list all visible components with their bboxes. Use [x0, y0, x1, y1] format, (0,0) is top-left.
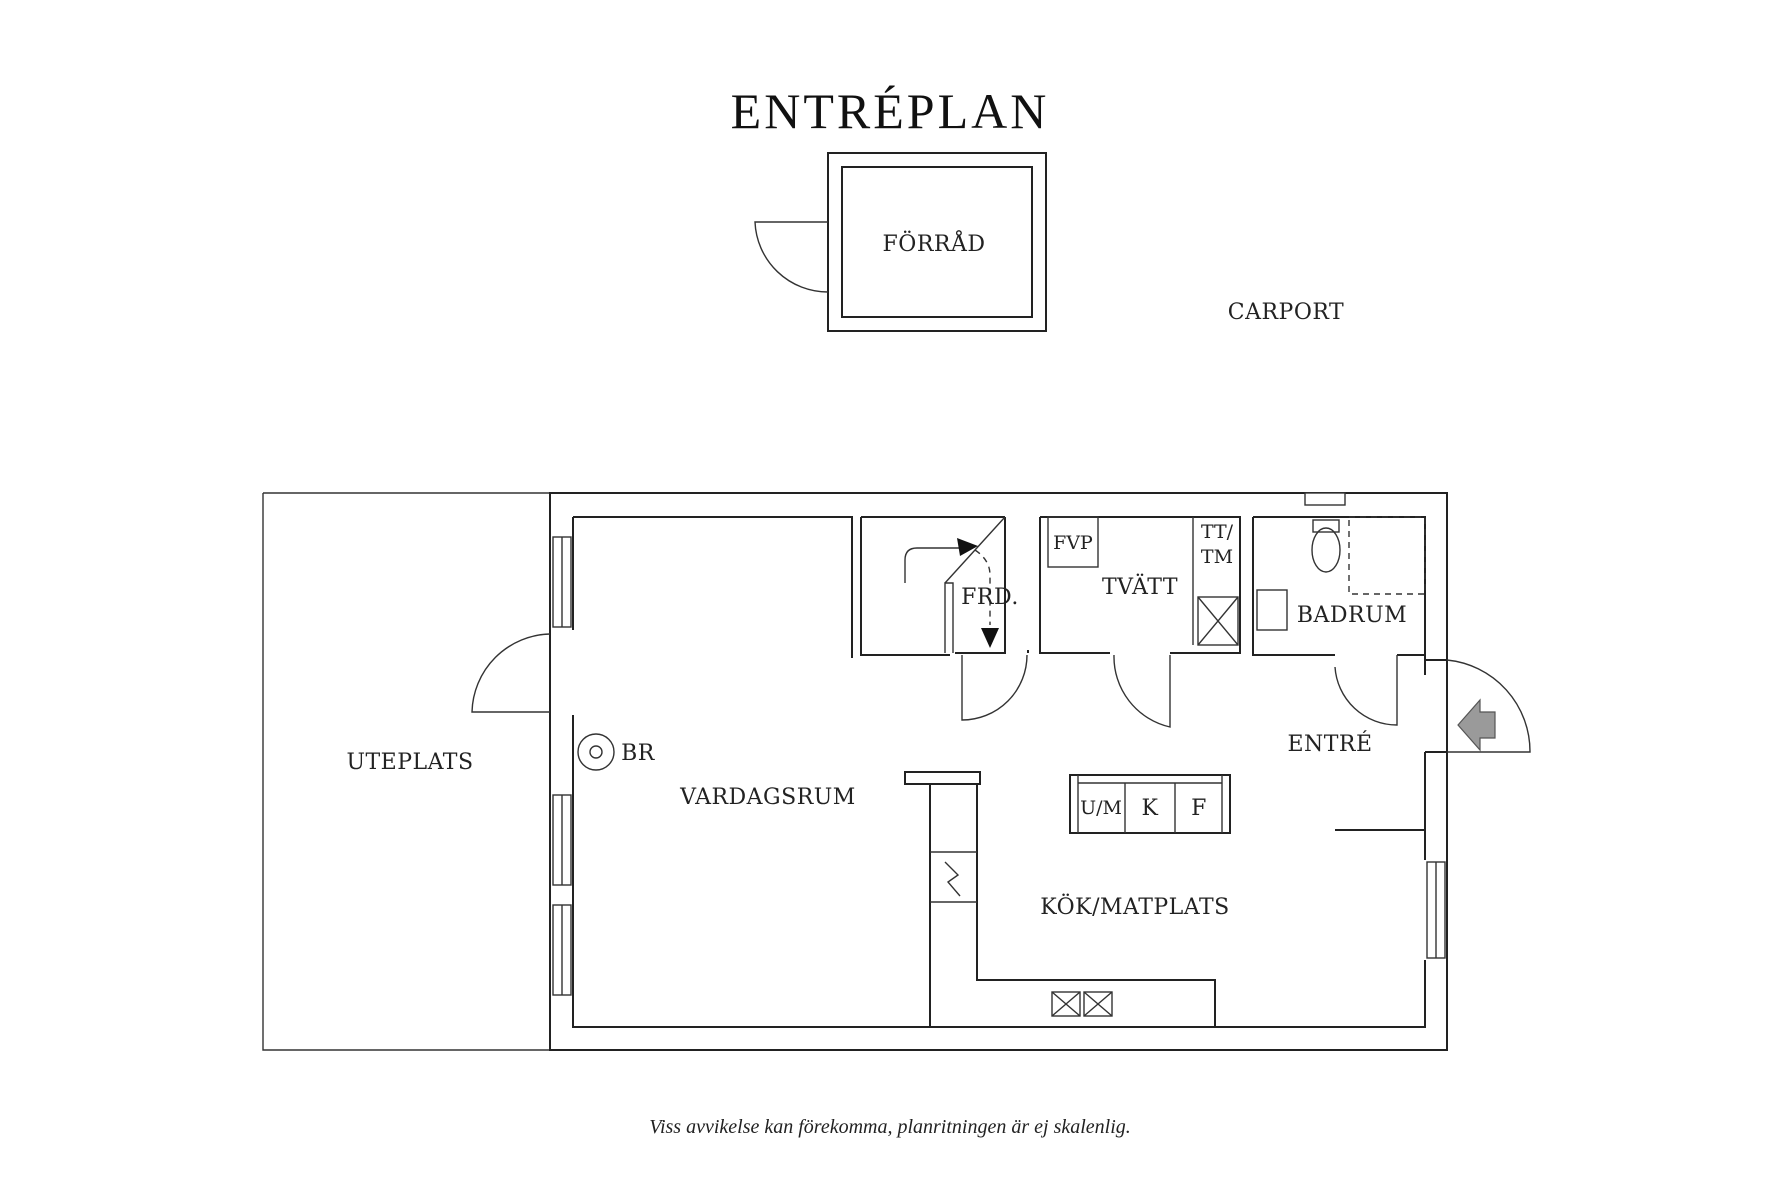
- kitchen-sink: [1051, 991, 1113, 1017]
- room-label-kok: KÖK/MATPLATS: [1040, 893, 1229, 920]
- toilet: [1311, 527, 1341, 573]
- bathroom-room: BADRUM: [1252, 516, 1426, 726]
- stair-partition: [904, 771, 1216, 1027]
- fvp-unit: [1047, 516, 1099, 568]
- room-label-badrum: BADRUM: [1297, 603, 1407, 628]
- shower-area: [1348, 516, 1426, 595]
- footnote: Viss avvikelse kan förekomma, planritnin…: [649, 1116, 1131, 1138]
- room-label-tvatt: TVÄTT: [1102, 573, 1178, 600]
- storage-door: [754, 221, 829, 293]
- washbasin: [1256, 589, 1288, 631]
- fixture-label-f: F: [1191, 796, 1207, 821]
- fixture-label-tt: TT/: [1201, 521, 1234, 543]
- room-label-vardagsrum: VARDAGSRUM: [679, 785, 856, 810]
- fixture-label-br: BR: [621, 741, 656, 766]
- frd-room: FRD.: [860, 516, 1029, 721]
- bathroom-vent: [1304, 492, 1346, 506]
- room-label-forrad: FÖRRÅD: [883, 229, 986, 257]
- house-walls: [549, 492, 1448, 1051]
- entry-door: [1446, 659, 1531, 753]
- fixture-label-k: K: [1142, 796, 1159, 821]
- fixture-label-fvp: FVP: [1053, 532, 1093, 554]
- room-label-uteplats: UTEPLATS: [346, 750, 473, 775]
- kitchen-island: U/M K F: [1069, 774, 1231, 834]
- storage-building: FÖRRÅD: [754, 152, 1047, 332]
- room-label-frd: FRD.: [961, 585, 1019, 610]
- entre-area: ENTRÉ: [1287, 659, 1531, 831]
- room-label-carport: CARPORT: [1228, 300, 1344, 325]
- laundry-room: FVP TT/ TM TVÄTT: [1039, 516, 1241, 728]
- fixture-label-um: U/M: [1080, 797, 1122, 819]
- plan-title: ENTRÉPLAN: [731, 83, 1050, 139]
- fixture-label-tm: TM: [1201, 546, 1233, 568]
- patio-door: [471, 633, 551, 713]
- living-room: BR VARDAGSRUM: [577, 733, 856, 810]
- entry-arrow-icon: [1457, 698, 1496, 752]
- window-right: [1426, 861, 1446, 959]
- fireplace: [577, 733, 615, 771]
- patio: UTEPLATS: [262, 492, 550, 1051]
- windows-left: [552, 536, 572, 996]
- room-label-entre: ENTRÉ: [1287, 730, 1372, 757]
- laundry-sink: [1197, 596, 1239, 646]
